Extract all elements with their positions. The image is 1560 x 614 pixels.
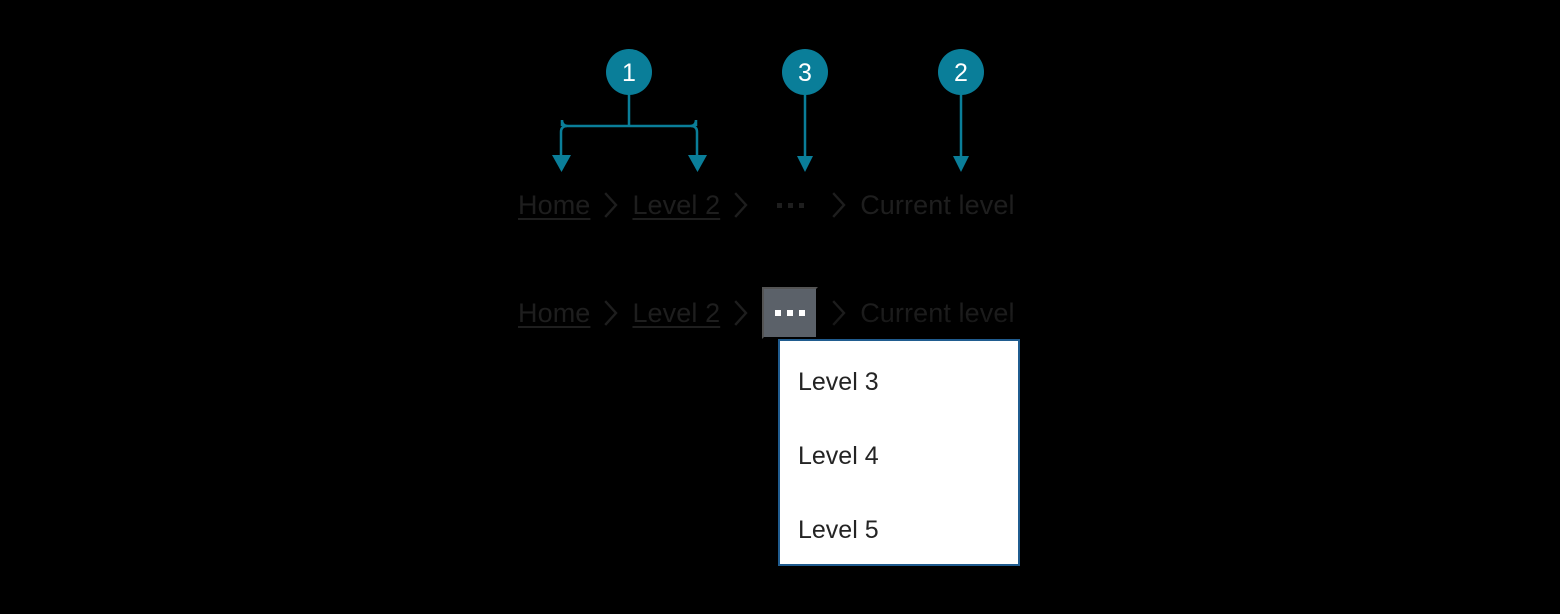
chevron-right-icon [818, 189, 860, 221]
breadcrumb-overflow-dropdown: Level 3 Level 4 Level 5 [778, 339, 1020, 566]
chevron-right-icon [590, 189, 632, 221]
dropdown-item-level-4[interactable]: Level 4 [798, 442, 879, 470]
breadcrumb-item-home[interactable]: Home [518, 297, 591, 328]
callout-3-connector [797, 94, 813, 172]
chevron-right-icon [590, 297, 632, 329]
callout-1-connector [552, 94, 707, 172]
ellipsis-dot [798, 202, 804, 208]
breadcrumb: Home Level 2 Current level [518, 185, 1015, 225]
callout-badge-2: 2 [938, 49, 984, 95]
chevron-right-icon [818, 297, 860, 329]
chevron-right-icon [720, 297, 762, 329]
callout-2-connector [953, 94, 969, 172]
breadcrumb-item-level-2[interactable]: Level 2 [632, 189, 721, 220]
callout-badge-1: 1 [606, 49, 652, 95]
breadcrumb-item-current: Current level [860, 189, 1015, 220]
ellipsis-dot [775, 310, 782, 316]
breadcrumb-item-home[interactable]: Home [518, 189, 591, 220]
breadcrumb-expanded: Home Level 2 Current level [518, 287, 1015, 339]
dropdown-item-level-3[interactable]: Level 3 [798, 368, 879, 396]
ellipsis-dot [787, 202, 793, 208]
ellipsis-dot [799, 310, 806, 316]
ellipsis-dot [787, 310, 794, 316]
callout-badge-2-label: 2 [954, 59, 968, 87]
ellipsis-dot [776, 202, 782, 208]
chevron-right-icon [720, 189, 762, 221]
callout-badge-1-label: 1 [622, 59, 636, 87]
callout-badge-3: 3 [782, 49, 828, 95]
breadcrumb-item-current: Current level [860, 297, 1015, 328]
breadcrumb-overflow-button[interactable] [762, 287, 819, 339]
callout-badge-3-label: 3 [798, 59, 812, 87]
breadcrumb-overflow-ellipsis-icon[interactable] [762, 188, 818, 222]
breadcrumb-item-level-2[interactable]: Level 2 [632, 297, 721, 328]
dropdown-item-level-5[interactable]: Level 5 [798, 516, 879, 544]
